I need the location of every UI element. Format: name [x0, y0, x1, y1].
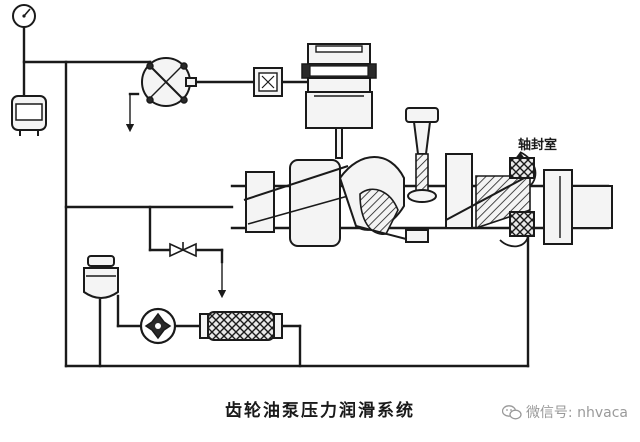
gear-oil-pump-icon: [301, 43, 377, 159]
right-bearing-icon: [445, 153, 531, 230]
diagram-caption: 齿轮油泵压力润滑系统: [225, 401, 415, 421]
oil-filter-box-icon: [253, 67, 283, 97]
watermark: 微信号: nhvaca: [501, 402, 628, 422]
left-bearing-icon: [243, 159, 349, 247]
pressure-switch-icon: [11, 95, 47, 136]
piping: [22, 26, 530, 368]
strainer-icon: [199, 311, 283, 341]
pressure-regulating-valve-icon: [141, 57, 197, 107]
wechat-icon: [501, 404, 522, 419]
needle-valve-icon: [169, 242, 197, 258]
oil-tank-icon: [83, 255, 119, 299]
crank-coupling-icon: [338, 156, 429, 243]
watermark-text: 微信号: nhvaca: [525, 405, 628, 421]
shaft-seal-chamber-icon: [499, 151, 537, 248]
shaft-seal-chamber-label: 轴封室: [518, 138, 558, 153]
drip-oiler-icon: [405, 107, 439, 203]
gear-pump-icon: [139, 307, 177, 345]
pressure-gauge-icon: [12, 4, 36, 28]
